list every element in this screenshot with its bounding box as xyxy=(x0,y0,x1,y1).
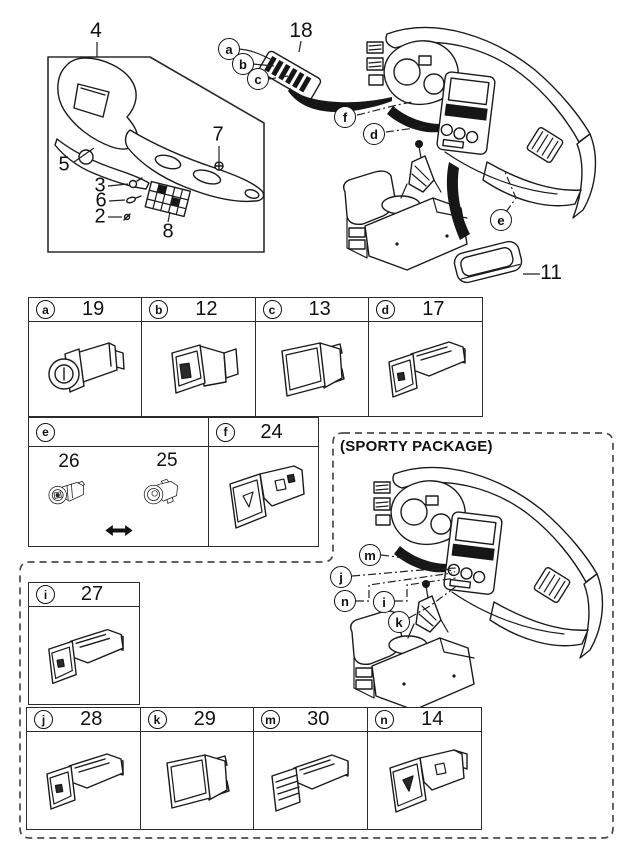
swap-arrow-icon xyxy=(104,523,134,538)
callout-n-header: n xyxy=(374,710,394,729)
switch-grid-main: a 19 b 12 c 13 d 17 xyxy=(28,297,483,417)
part-label-25: 25 xyxy=(156,450,178,471)
part-number: 12 xyxy=(195,298,218,320)
grid-cell-k-29: k 29 xyxy=(140,708,254,829)
part-number: 13 xyxy=(308,298,331,320)
part-number: 24 xyxy=(260,420,283,443)
callout-k-header: k xyxy=(147,710,167,729)
callout-j-header: j xyxy=(34,710,53,729)
switch-13-illustration xyxy=(262,326,362,412)
part-number: 14 xyxy=(421,708,444,730)
hazard-switch-14-illustration xyxy=(374,738,474,824)
sporty-dashboard-illustration xyxy=(349,466,604,711)
callout-e-header: e xyxy=(36,422,55,442)
bracket-part-8 xyxy=(144,180,192,218)
crash-pad-box xyxy=(47,42,265,253)
sporty-grid-single: i 27 xyxy=(28,582,140,705)
grid-cell-d-17: d 17 xyxy=(368,298,482,416)
part-number: 17 xyxy=(422,298,445,320)
grid-cell-b-12: b 12 xyxy=(142,298,256,416)
part-number: 28 xyxy=(80,708,103,730)
grid-cell-e-lighter: e xyxy=(29,418,209,546)
part-label-18: 18 xyxy=(289,19,313,42)
switch-grid-main-row2: e f 24 xyxy=(28,417,319,547)
part-label-11: 11 xyxy=(540,261,562,284)
lighter-plug-26-illustration xyxy=(42,464,104,538)
part-label-4: 4 xyxy=(90,19,102,42)
callout-f: f xyxy=(334,106,356,128)
callout-b-header: b xyxy=(149,300,169,319)
callout-e: e xyxy=(490,209,512,231)
switch-12-illustration xyxy=(148,326,248,412)
callout-i-header: i xyxy=(36,585,55,604)
part-number: 27 xyxy=(80,583,104,605)
callout-c-header: c xyxy=(262,300,282,319)
part-number: 30 xyxy=(307,708,330,730)
callout-c: c xyxy=(247,68,269,90)
sporty-package-title: (SPORTY PACKAGE) xyxy=(340,438,493,455)
switch-30-illustration xyxy=(260,738,360,824)
callout-d: d xyxy=(363,123,385,145)
grid-cell-n-14: n 14 xyxy=(367,708,481,829)
crash-pad-panel-illustration xyxy=(54,57,265,223)
callout-i: i xyxy=(373,591,395,613)
grid-cell-j-28: j 28 xyxy=(27,708,141,829)
part-label-5: 5 xyxy=(58,153,70,176)
callout-j: j xyxy=(330,566,352,588)
callout-n: n xyxy=(334,590,356,612)
hazard-switch-24-illustration xyxy=(214,454,314,540)
grid-cell-m-30: m 30 xyxy=(254,708,368,829)
grid-cell-f-24: f 24 xyxy=(209,418,318,546)
part-label-2: 2 xyxy=(94,205,106,228)
switch-27-illustration xyxy=(35,614,133,698)
callout-k: k xyxy=(388,611,410,633)
part-label-8: 8 xyxy=(162,220,174,243)
part-label-7: 7 xyxy=(212,123,224,146)
callout-d-header: d xyxy=(375,300,395,319)
part-number: 19 xyxy=(82,298,105,320)
switch-29-illustration xyxy=(147,738,247,824)
switch-19-illustration xyxy=(35,326,135,412)
sporty-grid-row: j 28 k 29 m 30 n 14 xyxy=(26,707,482,830)
callout-f-header: f xyxy=(216,422,235,442)
part-label-26: 26 xyxy=(58,451,80,472)
grid-cell-c-13: c 13 xyxy=(255,298,369,416)
dashboard-callout-leaders xyxy=(356,101,517,213)
dashboard-illustration xyxy=(342,26,597,271)
callout-a-header: a xyxy=(36,300,55,319)
lighter-socket-25-illustration xyxy=(134,464,196,538)
callout-m: m xyxy=(359,544,381,566)
switch-17-illustration xyxy=(375,326,475,412)
part-number: 29 xyxy=(193,708,216,730)
switch-28-illustration xyxy=(33,738,133,824)
grid-cell-i-27: i 27 xyxy=(29,583,139,704)
callout-m-header: m xyxy=(261,710,280,729)
grid-cell-a-19: a 19 xyxy=(29,298,143,416)
